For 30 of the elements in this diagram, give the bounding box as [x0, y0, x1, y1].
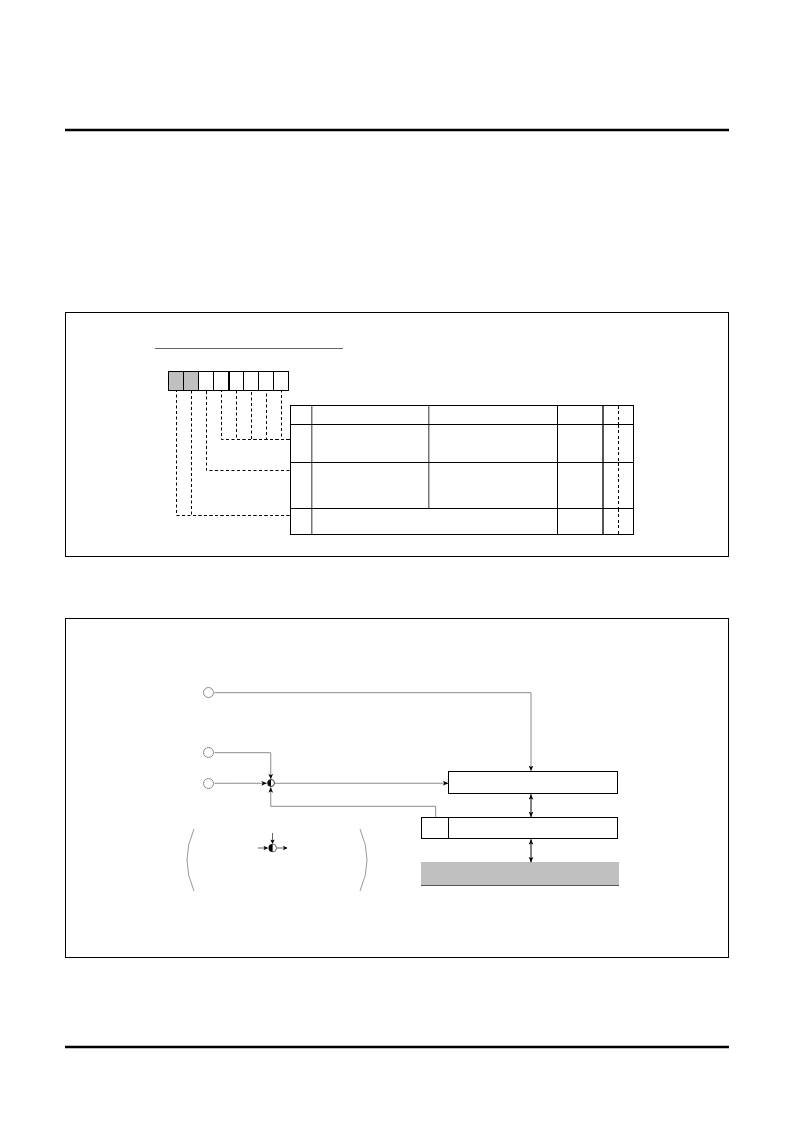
leader-line [206, 390, 290, 471]
figure-frame [65, 312, 729, 557]
table-row [289, 508, 634, 535]
arrow [274, 780, 449, 786]
figure-frame [65, 618, 729, 958]
double-arrow [528, 838, 534, 863]
register-bit-cell [183, 371, 199, 391]
arrow [213, 780, 268, 786]
pin-circle [203, 687, 215, 699]
register-bit-cell [258, 371, 274, 391]
register-box [421, 817, 618, 840]
register-bit-cell [243, 371, 259, 391]
table-row [289, 424, 634, 463]
arrow [268, 786, 437, 818]
double-arrow [528, 793, 534, 818]
register-bit-cell [168, 371, 184, 391]
shaded-bar [421, 862, 619, 886]
register-box [448, 771, 618, 795]
switch-junction [266, 779, 275, 788]
leader-line [281, 390, 290, 440]
arrow [213, 692, 534, 772]
arrow [213, 752, 274, 780]
table-row [289, 462, 634, 509]
pin-circle [203, 747, 215, 759]
pin-circle [203, 777, 215, 789]
register-bit-cell [213, 371, 229, 391]
table-header-row [289, 405, 634, 425]
register-bit-cell [273, 371, 289, 391]
register-bit-cell [198, 371, 214, 391]
register-bit-cell [228, 371, 244, 391]
